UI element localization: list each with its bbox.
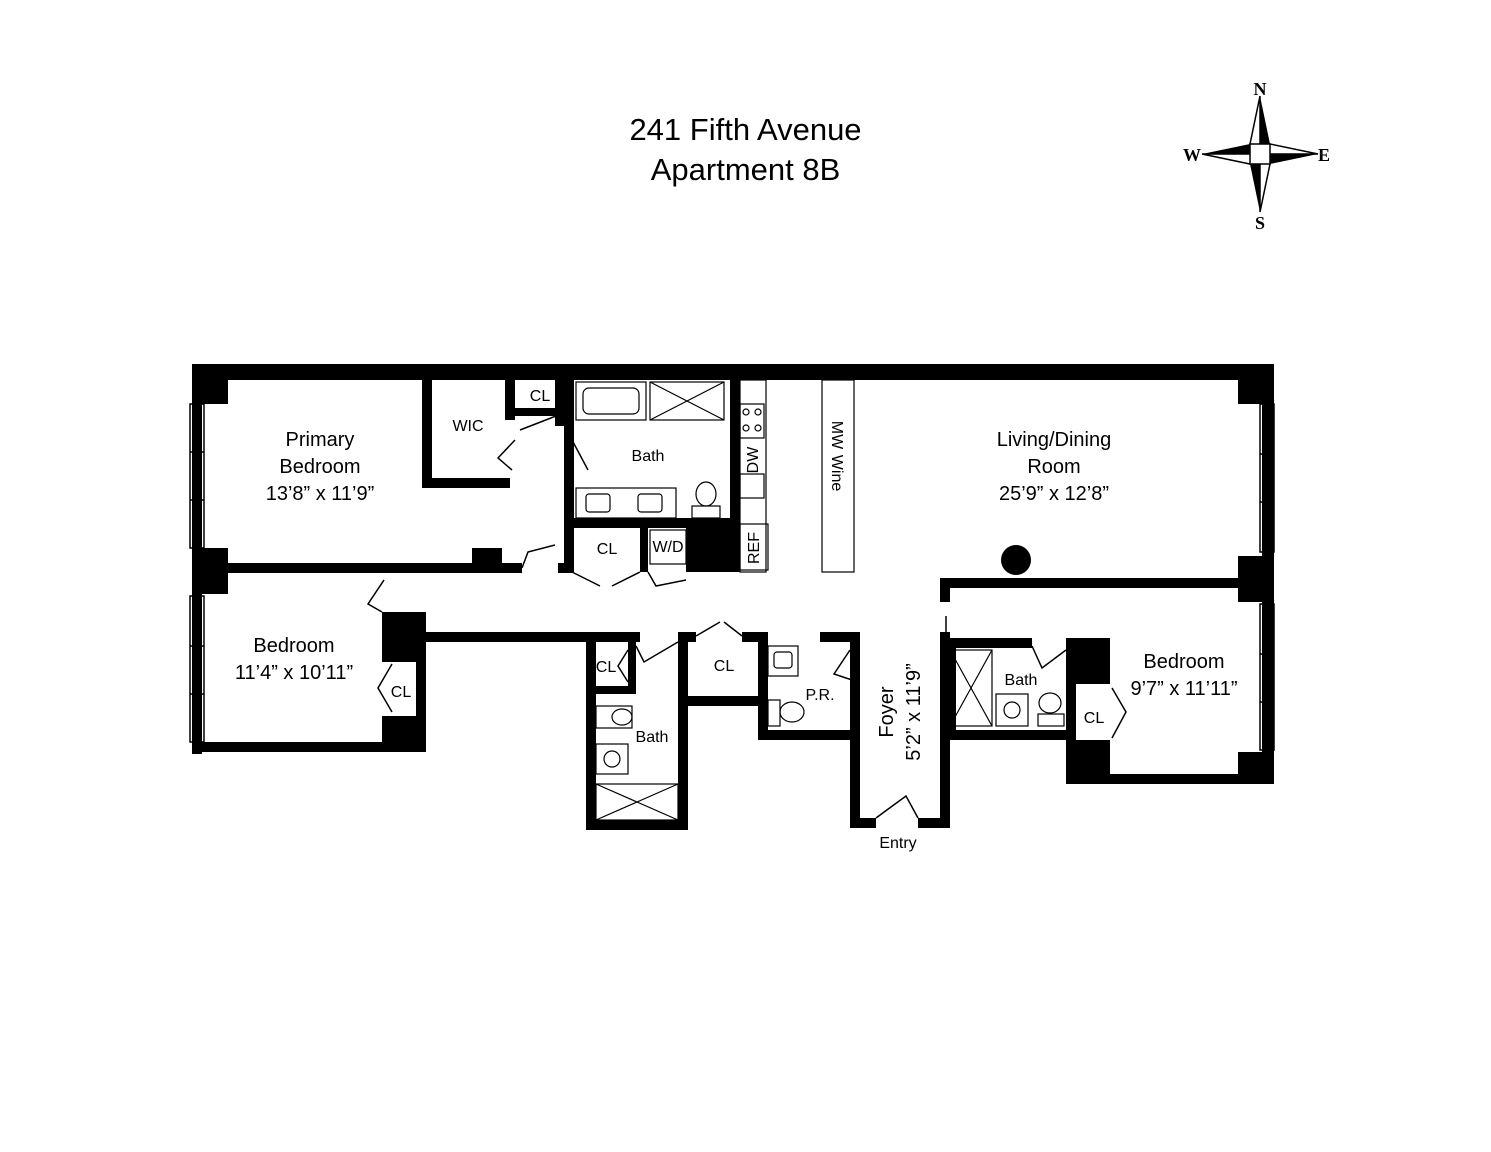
cl-center-label: CL bbox=[714, 658, 735, 675]
entry-label: Entry bbox=[879, 835, 916, 852]
living-dining-line2: Room bbox=[1027, 456, 1080, 478]
bedroom-west-size: 11’4” x 10’11” bbox=[235, 662, 353, 684]
doors bbox=[366, 415, 1127, 819]
mw-label: MW bbox=[828, 421, 845, 450]
room-labels: Primary Bedroom 13’8” x 11’9” Living/Din… bbox=[235, 388, 1238, 852]
cl-small-label: CL bbox=[596, 659, 617, 676]
dw-label: DW bbox=[745, 446, 762, 474]
compass-n: N bbox=[1254, 79, 1267, 99]
bedroom-east-size: 9’7” x 11’11” bbox=[1130, 678, 1237, 700]
cl-primary-label: CL bbox=[530, 388, 551, 405]
windows bbox=[189, 403, 1275, 751]
wd-label: W/D bbox=[652, 539, 683, 556]
cl-bedroom-east-label: CL bbox=[1084, 710, 1105, 727]
wine-label: Wine bbox=[828, 455, 845, 492]
walls bbox=[192, 364, 1274, 830]
foyer-size: 5’2” x 11’9” bbox=[903, 663, 925, 760]
bedroom-east-name: Bedroom bbox=[1143, 651, 1224, 673]
living-dining-line1: Living/Dining bbox=[997, 429, 1112, 451]
compass-s: S bbox=[1255, 213, 1265, 233]
address-title: 241 Fifth Avenue bbox=[629, 112, 862, 147]
compass-w: W bbox=[1183, 145, 1201, 165]
bath-primary-label: Bath bbox=[632, 448, 665, 465]
cl-hall-label: CL bbox=[597, 541, 618, 558]
fixtures bbox=[575, 379, 1065, 821]
compass-e: E bbox=[1318, 145, 1330, 165]
primary-bedroom-size: 13’8” x 11’9” bbox=[266, 483, 375, 505]
cl-bedroom-west-label: CL bbox=[391, 684, 412, 701]
bath-east-label: Bath bbox=[1005, 672, 1038, 689]
primary-bedroom-line1: Primary bbox=[286, 429, 355, 451]
pr-label: P.R. bbox=[805, 687, 834, 704]
bath-hall-label: Bath bbox=[636, 729, 669, 746]
primary-bedroom-line2: Bedroom bbox=[279, 456, 360, 478]
bedroom-west-name: Bedroom bbox=[253, 635, 334, 657]
compass-rose: N S E W bbox=[1183, 79, 1330, 233]
living-dining-size: 25’9” x 12’8” bbox=[999, 483, 1109, 505]
wic-label: WIC bbox=[452, 418, 483, 435]
plan-title: 241 Fifth Avenue Apartment 8B bbox=[0, 110, 1491, 190]
compass-icon bbox=[1201, 95, 1319, 213]
unit-title: Apartment 8B bbox=[650, 152, 841, 187]
foyer-name: Foyer bbox=[876, 686, 898, 737]
ref-label: REF bbox=[746, 532, 763, 564]
